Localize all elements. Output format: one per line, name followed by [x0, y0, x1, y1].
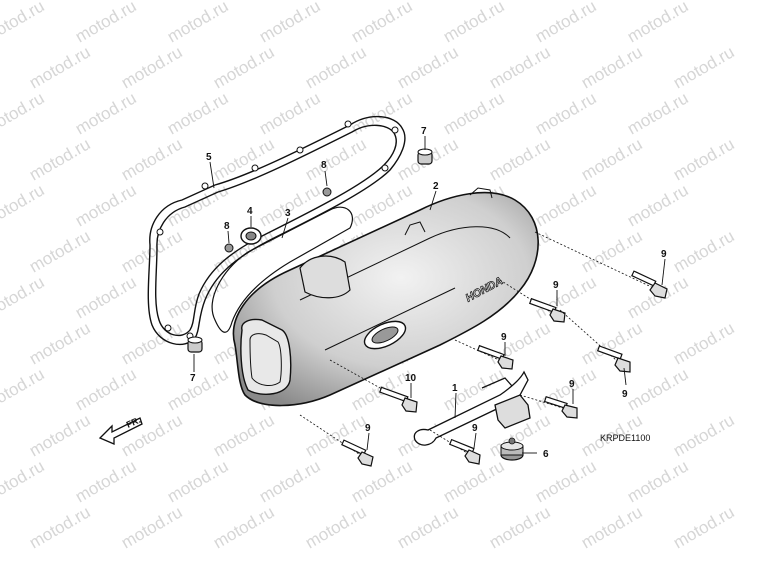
- callout-2: 2: [433, 181, 439, 192]
- bolt-9-g: [519, 394, 578, 419]
- bolt-9-b: [499, 279, 566, 323]
- bracket-1: [413, 370, 531, 446]
- callout-9-e: 9: [569, 379, 575, 390]
- callout-3: 3: [285, 208, 291, 219]
- oil-seal-4: [240, 227, 262, 245]
- callout-1: 1: [452, 383, 458, 394]
- front-direction-indicator: FR.: [98, 415, 143, 445]
- bolt-9-c: [559, 309, 631, 373]
- dowel-pin-lower: [187, 336, 203, 353]
- bolt-9-e: [299, 414, 374, 467]
- screw-8-lower: [224, 243, 234, 253]
- callout-9-a: 9: [661, 249, 667, 260]
- callout-9-g: 9: [365, 423, 371, 434]
- callout-8-lower: 8: [224, 221, 230, 232]
- callout-9-f: 9: [472, 423, 478, 434]
- leader-lines: [193, 136, 666, 454]
- callout-7-upper: 7: [421, 126, 427, 137]
- rubber-damper-6: [500, 437, 524, 461]
- callout-9-b: 9: [553, 280, 559, 291]
- callout-8-upper: 8: [321, 160, 327, 171]
- bolt-9-d: [454, 339, 514, 370]
- callout-4: 4: [247, 206, 253, 217]
- bolt-9-a: [534, 231, 668, 299]
- callout-9-c: 9: [501, 332, 507, 343]
- inner-seal-3: [211, 206, 353, 333]
- callout-9-d: 9: [622, 389, 628, 400]
- callout-6: 6: [543, 449, 549, 460]
- dowel-pin-upper: [417, 148, 433, 165]
- gasket-bosses: [156, 120, 399, 340]
- callout-10: 10: [405, 373, 417, 384]
- left-crankcase-cover-2: HONDA: [232, 187, 539, 407]
- front-arrow-icon: [98, 417, 143, 445]
- callout-7-lower: 7: [190, 373, 196, 384]
- bolt-9-f: [429, 429, 481, 465]
- callout-5: 5: [206, 152, 212, 163]
- callout-labels: 5 8 4 3 8 7 2 9 9 9 9 7 10 1 9 9 9 6: [190, 126, 667, 460]
- front-label: FR.: [125, 415, 142, 430]
- screw-8-upper: [322, 187, 332, 197]
- bolt-10: [329, 359, 418, 413]
- diagram-code: KRPDE1100: [600, 433, 650, 443]
